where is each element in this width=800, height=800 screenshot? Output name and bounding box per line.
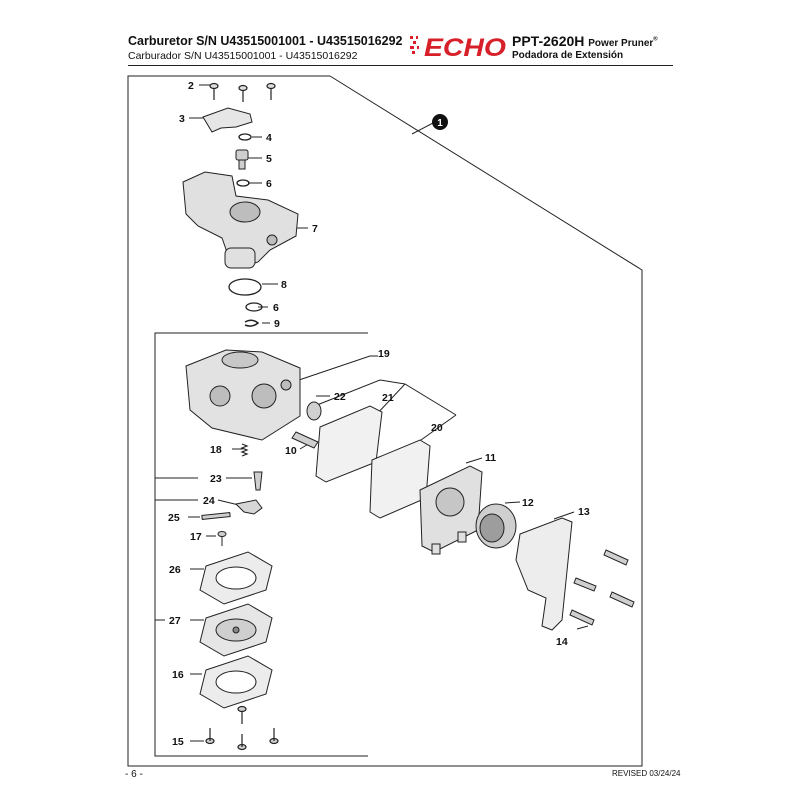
callout-1: 1 — [437, 118, 443, 129]
needle-part-10 — [291, 431, 319, 449]
page-subtitle-spanish: Carburador S/N U43515001001 - U435150162… — [128, 50, 358, 62]
needle-valve-part-23 — [253, 471, 263, 491]
screws-part-15 — [205, 705, 279, 751]
primer-bulb-part-12 — [475, 503, 517, 549]
lever-part-24 — [234, 499, 263, 515]
screws-part-14 — [569, 549, 635, 626]
ring-part-8 — [228, 278, 262, 296]
pin-part-25 — [201, 511, 231, 521]
washer-part-6b — [245, 302, 263, 312]
registered-mark: ® — [653, 36, 658, 43]
callout-7: 7 — [312, 223, 318, 235]
product-name-en: Power Pruner — [588, 38, 654, 49]
model-number: PPT-2620H — [512, 33, 585, 49]
page-number: - 6 - — [125, 769, 143, 780]
callout-25: 25 — [168, 512, 180, 524]
callout-6a: 6 — [266, 178, 272, 190]
logo-text: ECHO — [424, 34, 507, 59]
callout-15: 15 — [172, 736, 184, 748]
callout-12: 12 — [522, 497, 534, 509]
spring-part-18 — [240, 443, 249, 457]
echo-logo: ECHO — [410, 34, 507, 59]
diaphragm-part-27 — [199, 603, 273, 657]
callout-8: 8 — [281, 279, 287, 291]
callout-13: 13 — [578, 506, 590, 518]
model-heading: PPT-2620H Power Pruner® — [512, 33, 658, 49]
callout-24: 24 — [203, 495, 215, 507]
callout-9: 9 — [274, 318, 280, 330]
callout-20: 20 — [431, 422, 443, 434]
plug-part-22 — [306, 401, 322, 421]
callout-26: 26 — [169, 564, 181, 576]
callout-16: 16 — [172, 669, 184, 681]
callout-23: 23 — [210, 473, 222, 485]
o-ring-part-4 — [238, 133, 252, 141]
clip-part-9 — [244, 319, 260, 327]
callout-14: 14 — [556, 636, 568, 648]
cover-part-16 — [199, 655, 273, 709]
product-name-es: Podadora de Extensión — [512, 50, 624, 61]
screw-part-17 — [217, 531, 227, 546]
callout-18: 18 — [210, 444, 222, 456]
needle-part-5 — [235, 149, 249, 170]
callout-6b: 6 — [273, 302, 279, 314]
callout-4: 4 — [266, 132, 272, 144]
plate-part-3 — [202, 107, 253, 133]
revision-date: REVISED 03/24/24 — [612, 769, 681, 778]
callout-11: 11 — [485, 452, 496, 464]
screw-part-2 — [209, 82, 276, 102]
callout-2: 2 — [188, 80, 194, 92]
page-title: Carburetor S/N U43515001001 - U435150162… — [128, 34, 403, 48]
callout-19: 19 — [378, 348, 390, 360]
bracket-part-13 — [515, 517, 573, 631]
carburetor-body-part-19 — [185, 349, 301, 441]
callout-17: 17 — [190, 531, 202, 543]
assembly-outline — [127, 75, 643, 767]
callout-10: 10 — [285, 445, 297, 457]
callout-5: 5 — [266, 153, 272, 165]
carburetor-housing-part-7 — [182, 171, 299, 269]
header-rule — [128, 65, 673, 66]
callout-22: 22 — [334, 391, 346, 403]
washer-part-6a — [236, 179, 250, 187]
callout-3: 3 — [179, 113, 185, 125]
callout-1-badge — [432, 114, 448, 130]
pump-cover-part-11 — [419, 465, 483, 555]
callout-27: 27 — [169, 615, 181, 627]
gasket-part-26 — [199, 551, 273, 605]
callout-21: 21 — [382, 392, 394, 404]
